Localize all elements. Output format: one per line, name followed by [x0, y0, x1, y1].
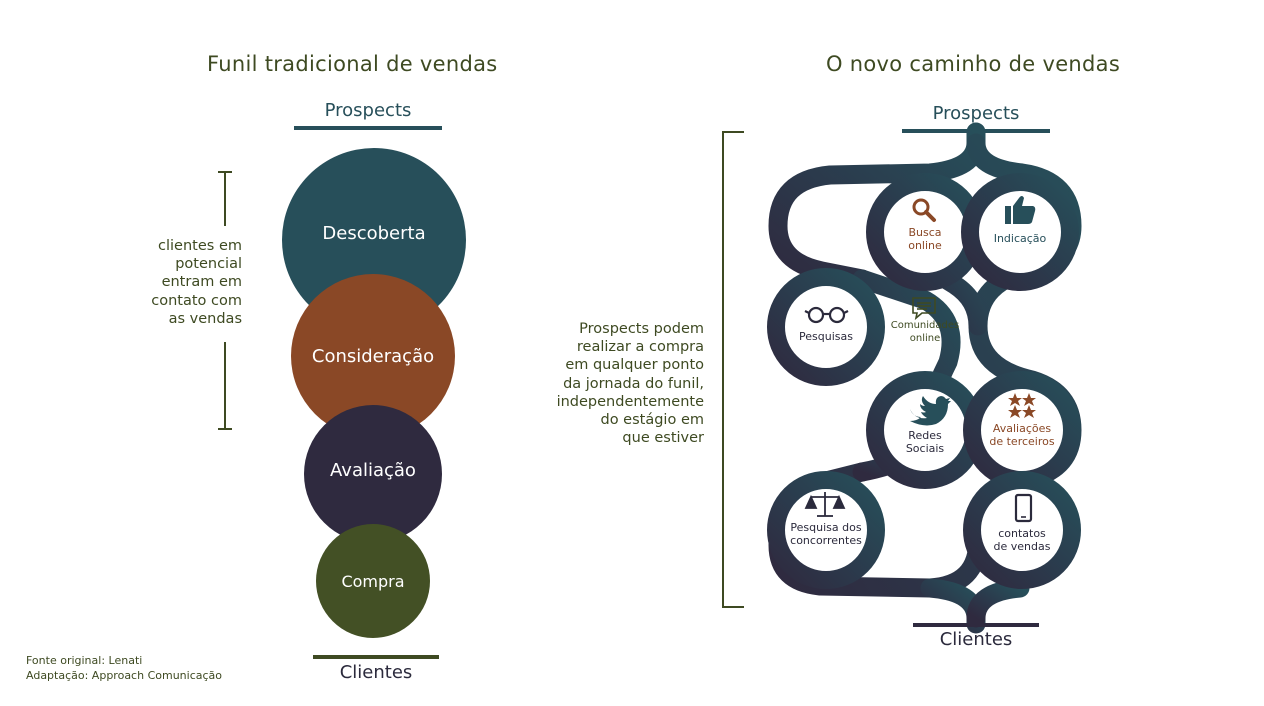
footer: Fonte original: Lenati Adaptação: Approa… — [26, 654, 222, 683]
node-busca-online: Busca online — [885, 226, 965, 252]
stage-consideracao-label: Consideração — [311, 345, 435, 367]
scales-icon — [804, 492, 846, 517]
right-bracket-line — [722, 131, 724, 608]
footer-source: Fonte original: Lenati — [26, 654, 143, 667]
node-ring-pesquisas — [767, 268, 885, 386]
node-label: contatos — [998, 527, 1046, 540]
node-redes-sociais: Redes Sociais — [885, 429, 965, 455]
node-label: online — [908, 239, 942, 252]
node-label: Avaliações — [992, 422, 1052, 435]
node-contatos-vendas: contatos de vendas — [982, 527, 1062, 553]
left-side-note-line: potencial — [175, 256, 242, 273]
left-clientes-label: Clientes — [339, 662, 413, 683]
node-label: Pesquisas — [799, 330, 853, 343]
chat-bubble-icon — [912, 297, 936, 321]
stage-compra-label: Compra — [341, 571, 405, 591]
stars-icon — [1008, 393, 1036, 418]
node-label: Busca — [908, 226, 942, 239]
smartphone-icon — [1014, 493, 1033, 523]
node-label: Redes — [908, 429, 942, 442]
node-comunidades-online: Comunidades online — [880, 320, 970, 345]
right-prospects-label: Prospects — [932, 103, 1020, 124]
node-label: de vendas — [993, 540, 1051, 553]
right-side-note-line: independentemente — [556, 393, 704, 410]
path-segment — [768, 122, 986, 289]
thumbs-up-icon — [1005, 196, 1036, 224]
node-avaliacoes-terceiros: Avaliações de terceiros — [977, 422, 1067, 448]
node-label: de terceiros — [989, 435, 1055, 448]
node-label: Sociais — [905, 442, 945, 455]
left-clientes-bar — [313, 655, 439, 659]
left-bracket-lower — [224, 342, 226, 430]
node-indicacao: Indicação — [980, 232, 1060, 245]
right-clientes-label: Clientes — [939, 629, 1013, 650]
right-clientes-bar — [913, 623, 1039, 627]
left-side-note: clientes em potencial entram em contato … — [120, 237, 242, 328]
right-side-note-line: que estiver — [622, 430, 704, 447]
node-label: Indicação — [993, 232, 1047, 245]
stage-avaliacao-label: Avaliação — [330, 459, 416, 481]
node-ring-contatos — [963, 471, 1081, 589]
node-ring-concorrentes — [767, 471, 885, 589]
right-bracket-bottom — [722, 606, 744, 608]
node-pesquisa-concorrentes: Pesquisa dos concorrentes — [778, 521, 874, 547]
node-label: concorrentes — [790, 534, 862, 547]
right-side-note-line: realizar a compra — [576, 339, 704, 356]
glasses-icon — [804, 306, 849, 324]
left-side-note-line: clientes em — [158, 238, 242, 254]
right-side-note: Prospects podem realizar a compra em qua… — [532, 320, 704, 447]
right-title: O novo caminho de vendas — [826, 52, 1121, 76]
left-bracket-bottom — [218, 428, 232, 430]
left-side-note-line: contato com — [151, 292, 242, 309]
node-label: Comunidades — [890, 320, 960, 331]
magnifier-icon — [912, 198, 936, 222]
stage-avaliacao: Avaliação — [304, 405, 442, 543]
left-title: Funil tradicional de vendas — [207, 52, 498, 76]
footer-adaptation: Adaptação: Approach Comunicação — [26, 668, 223, 682]
node-pesquisas: Pesquisas — [786, 330, 866, 343]
left-prospects-bar — [294, 126, 442, 130]
right-side-note-line: da jornada do funil, — [563, 375, 704, 392]
stage-consideracao: Consideração — [291, 274, 455, 438]
right-side-note-line: Prospects podem — [579, 321, 704, 337]
stage-compra: Compra — [316, 524, 430, 638]
left-prospects-label: Prospects — [324, 100, 412, 121]
right-bracket-top — [722, 131, 744, 133]
node-label: Pesquisa dos — [790, 521, 862, 534]
stage-descoberta-label: Descoberta — [322, 222, 426, 244]
left-side-note-line: entram em — [161, 274, 242, 291]
right-side-note-line: em qualquer ponto — [565, 357, 704, 374]
path-segment — [966, 578, 1030, 628]
node-label: online — [909, 332, 941, 344]
left-bracket-upper — [224, 171, 226, 226]
right-side-note-line: do estágio em — [600, 412, 705, 429]
twitter-bird-icon — [910, 396, 951, 426]
left-side-note-line: as vendas — [168, 310, 242, 327]
node-ring-indicacao — [961, 173, 1079, 291]
